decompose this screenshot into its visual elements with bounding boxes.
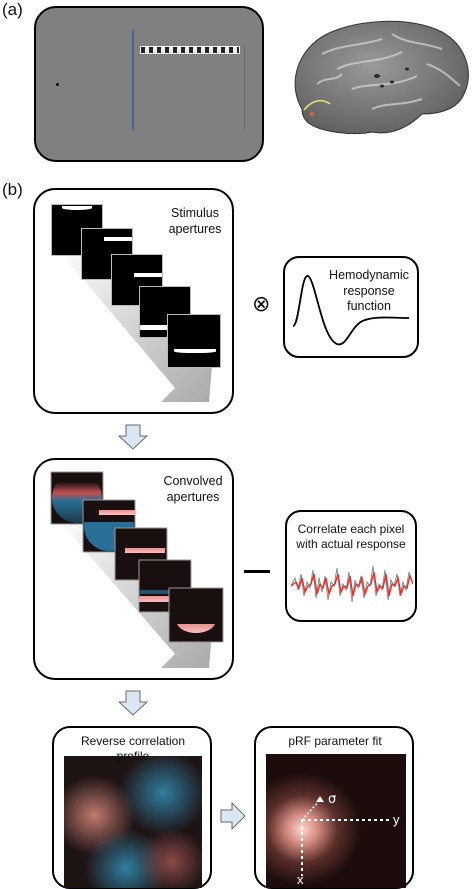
correlate-box: Correlate each pixel with actual respons… — [285, 510, 417, 622]
convolved-frames — [50, 471, 224, 643]
correlate-title: Correlate each pixel with actual respons… — [296, 522, 406, 551]
hrf-box: Hemodynamic response function — [283, 256, 419, 358]
response-timecourse — [291, 565, 413, 603]
brain-surface-image — [294, 20, 469, 135]
reverse-correlation-map — [64, 756, 202, 888]
stimulus-screen — [34, 6, 264, 162]
prf-fit-box: pRF parameter fit σ x y — [254, 726, 414, 889]
fixation-dot — [56, 83, 59, 86]
minus-symbol — [244, 570, 270, 573]
hrf-title: Hemodynamic response function — [329, 268, 409, 314]
vertical-line-right — [244, 44, 245, 130]
prf-fit-title: pRF parameter fit — [288, 734, 382, 748]
sigma-label: σ — [328, 792, 337, 807]
down-arrow-1 — [118, 424, 148, 450]
y-label: y — [393, 812, 400, 827]
aperture-frame-5 — [167, 314, 221, 368]
x-label: x — [297, 872, 304, 887]
reverse-correlation-box: Reverse correlation profile — [52, 726, 212, 889]
right-arrow — [220, 802, 246, 830]
convolved-apertures-title: Convolved apertures — [163, 474, 223, 504]
stimulus-apertures-title: Stimulus apertures — [168, 206, 222, 236]
prf-fit-map — [266, 754, 406, 888]
panel-a-label: (a) — [2, 0, 23, 19]
checkerboard-bar — [140, 46, 240, 54]
vertical-line-left — [132, 30, 134, 130]
hrf-curve — [292, 275, 410, 346]
convolved-apertures-box: Convolved apertures — [33, 458, 234, 680]
panel-b-label: (b) — [2, 180, 23, 199]
reverse-correlation-title: Reverse correlation profile — [80, 734, 186, 763]
down-arrow-2 — [118, 690, 148, 716]
convolve-symbol: ⊗ — [252, 292, 271, 317]
stimulus-apertures-box: Stimulus apertures — [33, 188, 234, 414]
